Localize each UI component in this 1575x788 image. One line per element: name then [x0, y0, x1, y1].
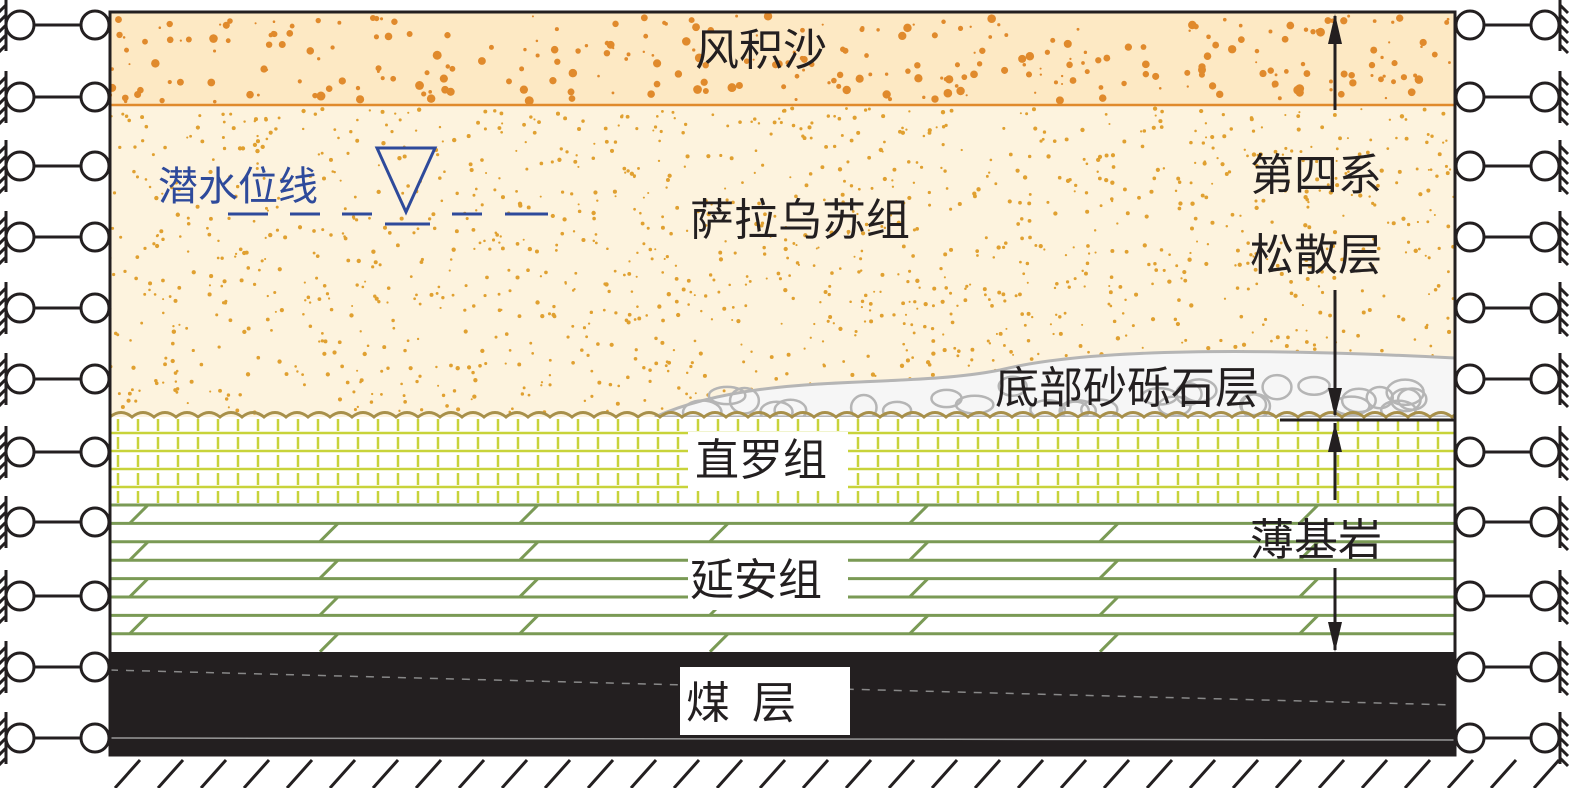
aeolian-sand-layer [110, 12, 1455, 105]
ground-hatch-line [930, 759, 959, 788]
ground-hatch-line [156, 759, 185, 788]
aeolian-sand-texture [110, 12, 1451, 106]
ground-hatch-line [1403, 759, 1432, 788]
roller-support-icon [1454, 641, 1570, 697]
ground-hatch-line [199, 759, 228, 788]
label-coal: 煤层 [686, 678, 818, 729]
ground-hatch-line [1360, 759, 1389, 788]
roller-support-icon [1454, 282, 1570, 338]
ground-hatch-line [1317, 759, 1346, 788]
roller-support-icon [1454, 353, 1570, 409]
ground-hatch-line [715, 759, 744, 788]
ground-hatch-line [543, 759, 572, 788]
dimension-arrows [1280, 14, 1455, 652]
ground-hatch-line [1102, 759, 1131, 788]
ground-hatch-line [414, 759, 443, 788]
label-yanan: 延安组 [690, 555, 822, 606]
model-boundary [108, 10, 1457, 757]
water-table-triangle-icon [374, 146, 438, 216]
yanan-texture [110, 503, 1455, 653]
roller-support-icon [1454, 71, 1570, 127]
ground-hatch-line [1446, 759, 1475, 788]
ground-hatch-line [629, 759, 658, 788]
basal-gravel-layer [654, 349, 1455, 419]
roller-supports [0, 0, 1570, 768]
roller-support-icon [0, 140, 111, 195]
water-table-label: 潜水位线 [158, 164, 318, 210]
roller-support-icon [1454, 0, 1570, 55]
label-quaternary-1: 第四系 [1250, 150, 1382, 201]
roller-support-icon [0, 712, 111, 767]
fixed-base-hatching [113, 759, 1561, 788]
ground-hatch-line [242, 759, 271, 788]
ground-hatch-line [844, 759, 873, 788]
roller-support-icon [1454, 211, 1570, 267]
ground-hatch-line [1188, 759, 1217, 788]
ground-hatch-line [801, 759, 830, 788]
roller-support-icon [1454, 426, 1570, 482]
roller-support-icon [0, 282, 111, 337]
ground-hatch-line [672, 759, 701, 788]
label-zhiluo: 直罗组 [695, 435, 827, 486]
label-salawusu: 萨拉乌苏组 [690, 195, 910, 246]
ground-hatch-line [973, 759, 1002, 788]
ground-hatch-line [1532, 759, 1561, 788]
roller-support-icon [0, 0, 111, 54]
ground-hatch-line [1016, 759, 1045, 788]
ground-hatch-line [328, 759, 357, 788]
ground-hatch-line [285, 759, 314, 788]
roller-support-icon [0, 641, 111, 696]
ground-hatch-line [586, 759, 615, 788]
ground-hatch-line [1231, 759, 1260, 788]
roller-support-icon [1454, 570, 1570, 626]
water-table-symbol: 潜水位线 [158, 146, 548, 226]
roller-support-icon [0, 211, 111, 266]
ground-hatch-line [113, 759, 142, 788]
ground-hatch-line [371, 759, 400, 788]
roller-support-icon [1454, 140, 1570, 196]
roller-support-icon [1454, 496, 1570, 552]
label-aeolian-sand: 风积沙 [695, 25, 827, 76]
ground-hatch-line [887, 759, 916, 788]
ground-hatch-line [1059, 759, 1088, 788]
label-basal-gravel: 底部砂砾石层 [995, 363, 1259, 414]
ground-hatch-line [758, 759, 787, 788]
roller-support-icon [1454, 712, 1570, 768]
label-quaternary-2: 松散层 [1250, 230, 1382, 281]
ground-hatch-line [1489, 759, 1518, 788]
coal-seam-line [110, 737, 1455, 741]
roller-support-icon [0, 71, 111, 126]
unconformity-line [110, 411, 1455, 419]
ground-hatch-line [1274, 759, 1303, 788]
roller-support-icon [0, 426, 111, 481]
ground-hatch-line [1145, 759, 1174, 788]
roller-support-icon [0, 496, 111, 551]
label-thin-bedrock: 薄基岩 [1250, 515, 1382, 566]
roller-support-icon [0, 570, 111, 625]
ground-hatch-line [457, 759, 486, 788]
roller-support-icon [0, 353, 111, 408]
ground-hatch-line [500, 759, 529, 788]
